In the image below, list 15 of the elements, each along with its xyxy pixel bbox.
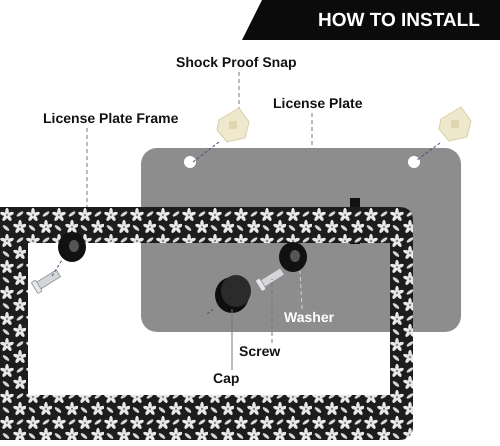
cap-drawing — [215, 275, 251, 313]
part-label: Washer — [284, 309, 334, 325]
snap-clip-drawing — [192, 107, 250, 162]
part-label: Screw — [239, 343, 280, 359]
floral-frame-drawing — [0, 207, 413, 440]
washer-drawing — [279, 242, 307, 272]
part-label: License Plate Frame — [43, 110, 178, 126]
leader-line — [86, 128, 88, 208]
part-label: License Plate — [273, 95, 362, 111]
screw-drawing — [254, 267, 286, 292]
leader-line — [238, 72, 240, 108]
title: HOW TO INSTALL — [318, 10, 480, 32]
leader-line — [300, 270, 302, 310]
part-label: Cap — [213, 370, 240, 386]
part-label: Shock Proof Snap — [176, 54, 297, 70]
